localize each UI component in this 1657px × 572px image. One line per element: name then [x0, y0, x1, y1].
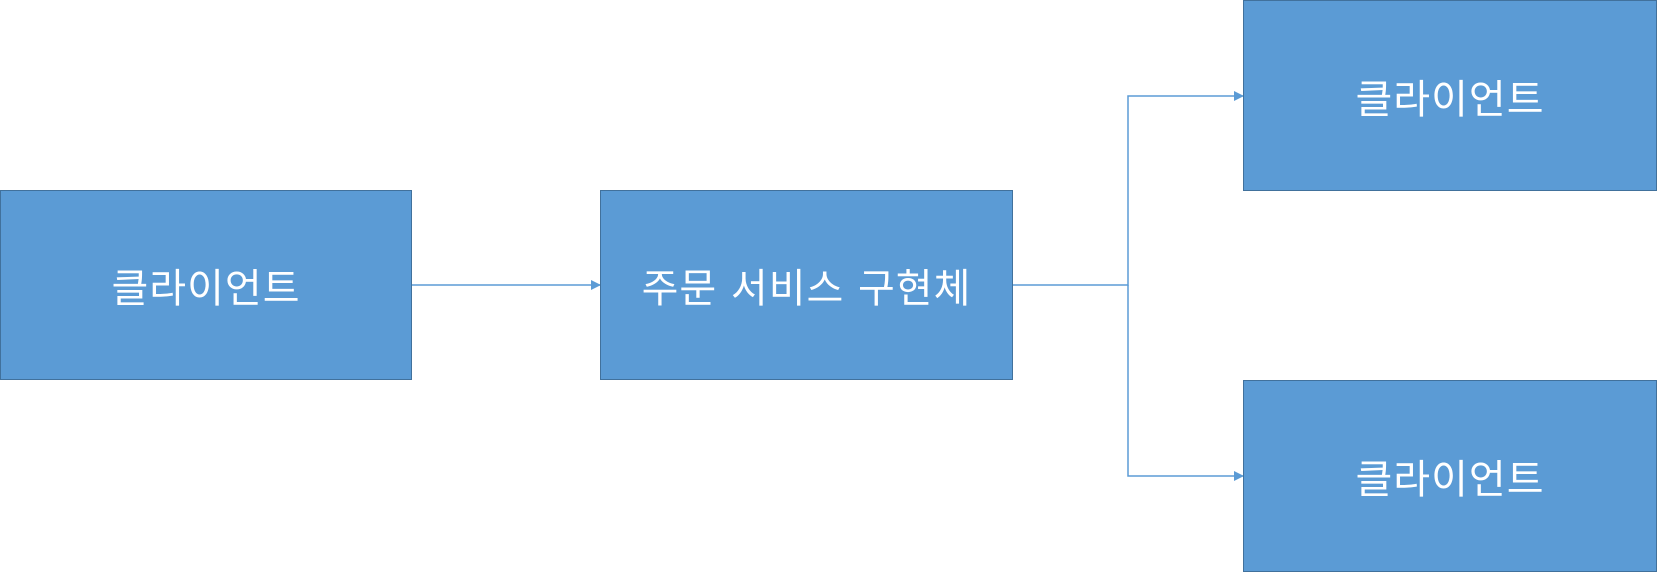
client-box-top-right: 클라이언트 — [1243, 0, 1657, 191]
client-box-left-label: 클라이언트 — [111, 266, 301, 312]
order-service-impl-box: 주문 서비스 구현체 — [600, 190, 1013, 380]
client-box-left: 클라이언트 — [0, 190, 412, 380]
order-service-impl-label: 주문 서비스 구현체 — [641, 266, 972, 312]
client-box-top-right-label: 클라이언트 — [1355, 76, 1545, 123]
client-box-bottom-right-label: 클라이언트 — [1355, 457, 1545, 503]
client-box-bottom-right: 클라이언트 — [1243, 380, 1657, 572]
connector-center-to-bottom-right — [1127, 285, 1244, 481]
connector-center-to-top-right — [1013, 91, 1244, 286]
